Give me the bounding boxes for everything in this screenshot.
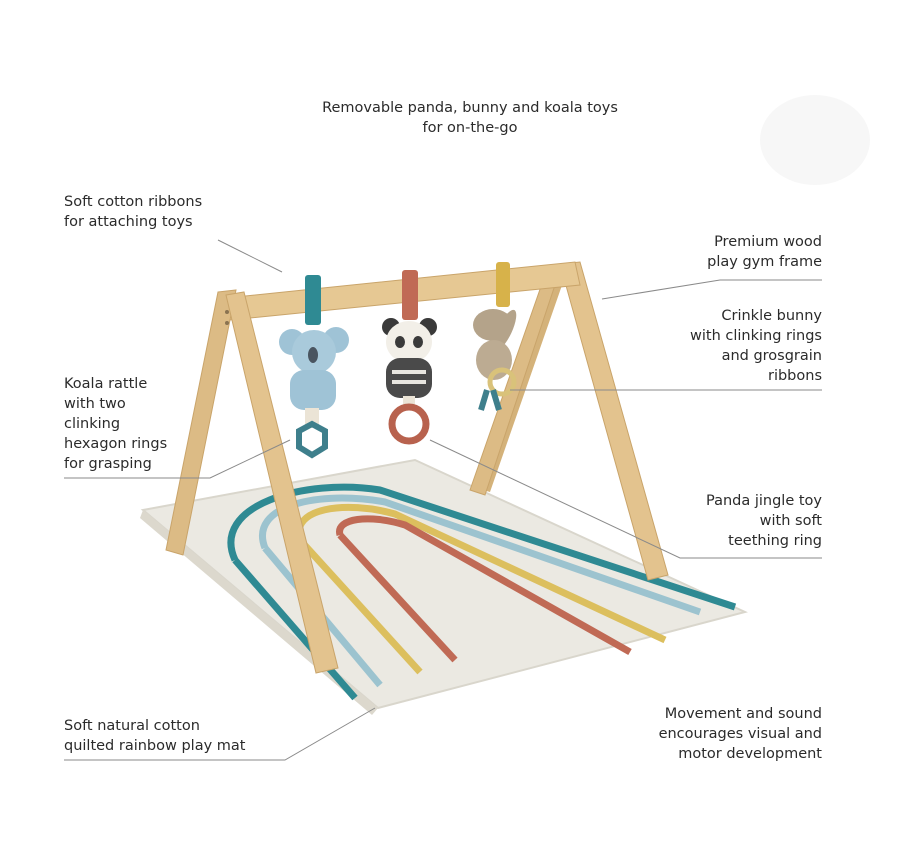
leader-frame <box>601 279 822 300</box>
label-line: with soft <box>759 513 822 529</box>
label-bunny: Crinkle bunny with clinking rings and gr… <box>690 306 822 386</box>
label-koala: Koala rattle with two clinking hexagon r… <box>64 374 167 474</box>
label-frame: Premium wood play gym frame <box>707 232 822 272</box>
label-line: Soft cotton ribbons <box>64 194 203 210</box>
label-line: Panda jingle toy <box>705 493 822 509</box>
label-line: Removable panda, bunny and koala toys <box>322 100 618 116</box>
label-line: and grosgrain <box>721 348 822 364</box>
label-line: play gym frame <box>707 254 822 270</box>
leader-lines <box>64 239 822 761</box>
label-line: Soft natural cotton <box>64 718 200 734</box>
label-line: quilted rainbow play mat <box>64 738 246 754</box>
play-mat <box>140 458 748 715</box>
label-line: encourages visual and <box>658 726 822 742</box>
label-line: clinking <box>64 416 121 432</box>
label-line: Premium wood <box>714 234 822 250</box>
label-line: hexagon rings <box>64 436 168 452</box>
decorative-glow <box>760 95 870 185</box>
label-line: with two <box>64 396 126 412</box>
label-line: Movement and sound <box>664 706 822 722</box>
panda-toy-icon <box>382 270 437 445</box>
rainbow-rust <box>336 515 632 656</box>
label-line: ribbons <box>767 368 822 384</box>
label-line: for grasping <box>64 456 152 472</box>
label-line: for attaching toys <box>64 214 193 230</box>
leader-panda <box>429 439 822 559</box>
leader-mat <box>64 707 376 761</box>
label-top-toys: Removable panda, bunny and koala toys fo… <box>270 98 670 138</box>
label-panda: Panda jingle toy with soft teething ring <box>706 491 822 551</box>
label-line: Koala rattle <box>64 376 148 392</box>
leader-ribbons <box>217 239 283 273</box>
label-ribbons: Soft cotton ribbons for attaching toys <box>64 192 202 232</box>
label-movement: Movement and sound encourages visual and… <box>659 704 822 764</box>
leader-koala <box>64 439 291 479</box>
label-line: teething ring <box>728 533 822 549</box>
label-line: motor development <box>678 746 822 762</box>
label-line: with clinking rings <box>690 328 822 344</box>
bunny-toy-icon <box>473 262 517 411</box>
koala-toy-icon <box>279 275 349 459</box>
label-mat: Soft natural cotton quilted rainbow play… <box>64 716 245 756</box>
rainbow-lightblue <box>259 494 702 616</box>
label-line: for on-the-go <box>422 120 518 136</box>
label-line: Crinkle bunny <box>721 308 822 324</box>
wood-frame <box>165 261 669 674</box>
